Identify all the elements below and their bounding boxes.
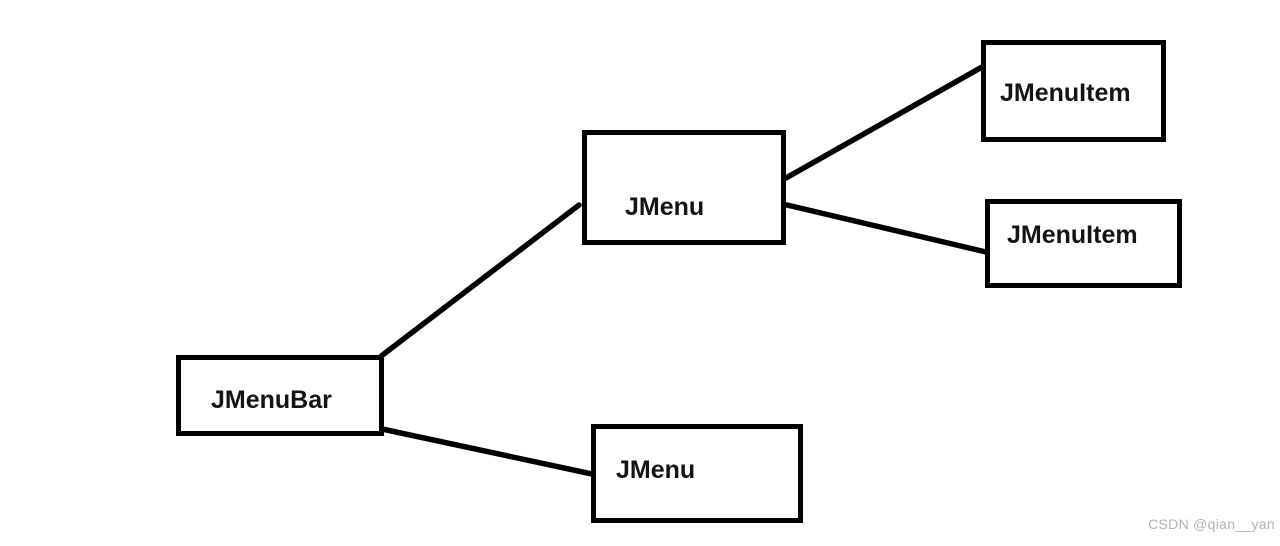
node-jmenubar: JMenuBar (176, 355, 384, 436)
edge-jmenubar-to-jmenu-top (377, 202, 582, 360)
node-jmenuitem-bottom: JMenuItem (985, 199, 1182, 288)
node-jmenuitem-top-label: JMenuItem (1000, 78, 1131, 107)
node-jmenubar-label: JMenuBar (211, 386, 332, 414)
node-jmenu-top-label: JMenu (625, 193, 705, 221)
node-jmenu-top: JMenu (582, 130, 786, 245)
node-jmenu-bottom-label: JMenu (616, 456, 696, 484)
edge-jmenubar-to-jmenu-bottom (379, 426, 595, 477)
watermark-text: CSDN @qian__yan (1148, 516, 1275, 532)
node-jmenuitem-bottom-label: JMenuItem (1007, 221, 1138, 249)
node-jmenu-bottom: JMenu (591, 424, 803, 523)
edge-jmenu-to-jmenuitem-bottom (784, 202, 989, 255)
node-jmenuitem-top: JMenuItem (981, 40, 1166, 142)
edge-jmenu-to-jmenuitem-top (783, 64, 985, 181)
